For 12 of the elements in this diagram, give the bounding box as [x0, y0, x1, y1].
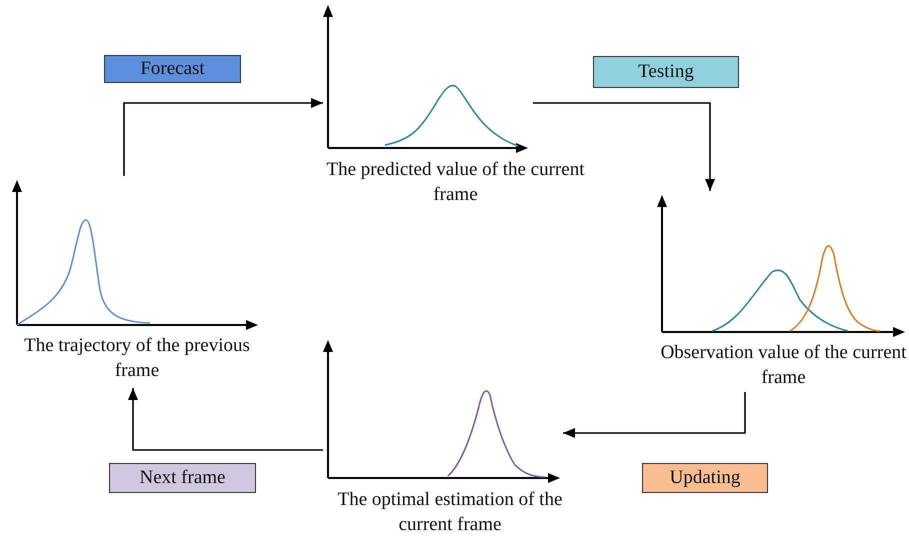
chart-caption: The trajectory of the previous frame	[23, 334, 251, 383]
step-label: Next frame	[109, 463, 256, 493]
step-label: Testing	[593, 56, 739, 88]
arrow	[128, 388, 323, 451]
chart-caption: The optimal estimation of the current frame	[336, 488, 564, 537]
step-label: Updating	[642, 463, 768, 493]
chart-caption: Observation value of the current frame	[660, 341, 908, 390]
arrow	[123, 98, 323, 176]
arrow	[563, 392, 746, 438]
step-label: Forecast	[104, 55, 241, 83]
chart-caption: The predicted value of the current frame	[326, 158, 586, 207]
arrow	[533, 102, 715, 191]
